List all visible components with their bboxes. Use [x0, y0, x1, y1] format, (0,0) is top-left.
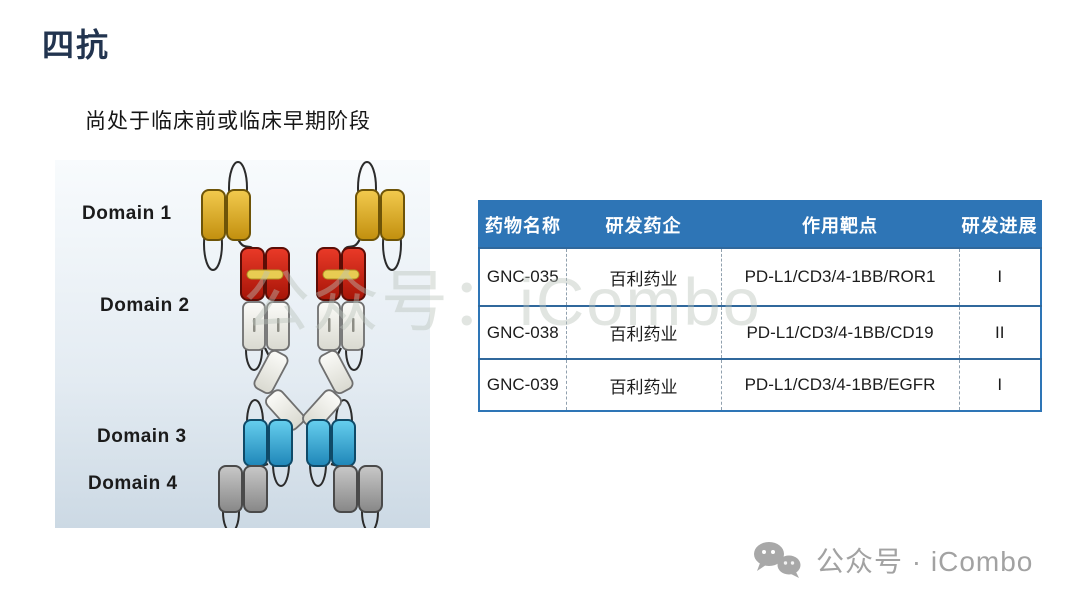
wechat-icon — [754, 542, 801, 578]
domain-4-label: Domain 4 — [88, 473, 178, 494]
cell-targets: PD-L1/CD3/4-1BB/EGFR — [720, 358, 959, 411]
linker-pills — [246, 269, 360, 280]
drug-pipeline-table: 药物名称 研发药企 作用靶点 研发进展 GNC-035 百利药业 PD-L1/C… — [478, 200, 1042, 412]
header-drug-name: 药物名称 — [479, 201, 566, 248]
footer-branding: 公众号 · iCombo — [752, 538, 1033, 582]
antibody-diagram-panel: Domain 1 Domain 2 Domain 3 Domain 4 — [55, 160, 430, 528]
header-targets: 作用靶点 — [721, 201, 959, 248]
antibody-diagram — [55, 160, 430, 528]
cell-company: 百利药业 — [565, 247, 721, 306]
header-phase: 研发进展 — [959, 201, 1041, 248]
table-row: GNC-035 百利药业 PD-L1/CD3/4-1BB/ROR1 I — [479, 247, 1041, 306]
table-row: GNC-039 百利药业 PD-L1/CD3/4-1BB/EGFR I — [479, 358, 1041, 411]
table-header-row: 药物名称 研发药企 作用靶点 研发进展 — [479, 201, 1041, 248]
cell-phase: I — [958, 247, 1041, 306]
cell-targets: PD-L1/CD3/4-1BB/ROR1 — [720, 247, 959, 306]
footer-text: 公众号 · iCombo — [816, 546, 1034, 577]
table-row: GNC-038 百利药业 PD-L1/CD3/4-1BB/CD19 II — [479, 305, 1041, 359]
subtitle: 尚处于临床前或临床早期阶段 — [85, 109, 371, 133]
cell-phase: II — [958, 305, 1041, 359]
page-title: 四抗 — [42, 27, 111, 63]
cell-drug-name: GNC-039 — [479, 358, 566, 411]
cell-drug-name: GNC-035 — [479, 247, 566, 306]
cell-company: 百利药业 — [565, 305, 721, 359]
domain-2-label: Domain 2 — [100, 295, 190, 316]
cell-drug-name: GNC-038 — [479, 305, 566, 359]
cell-company: 百利药业 — [565, 358, 721, 411]
domain4-blocks — [218, 465, 383, 513]
cell-phase: I — [958, 358, 1041, 411]
cell-targets: PD-L1/CD3/4-1BB/CD19 — [720, 305, 959, 359]
domain-3-label: Domain 3 — [97, 426, 187, 447]
header-company: 研发药企 — [566, 201, 721, 248]
domain-1-label: Domain 1 — [82, 203, 172, 224]
domain3-blocks — [243, 419, 356, 467]
domain1-blocks — [201, 189, 405, 241]
